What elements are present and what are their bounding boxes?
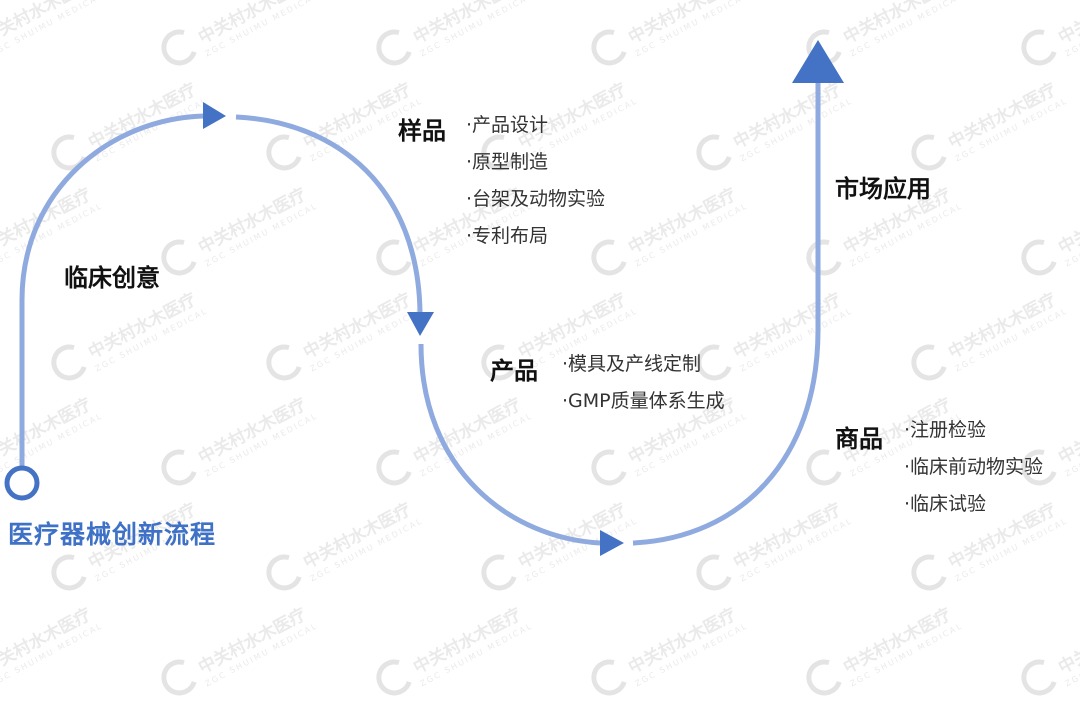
stage-product-items: ·模具及产线定制 ·GMP质量体系生成	[562, 346, 725, 420]
watermark-text: 中关村水木医疗	[1055, 604, 1080, 679]
flow-segment-4	[632, 82, 821, 546]
stage-clinical-idea-title: 临床创意	[64, 264, 160, 292]
list-item: ·专利布局	[466, 225, 549, 247]
watermark-subtext: ZGC SHUIMU MEDICAL	[1063, 621, 1080, 689]
stage-sample-title: 样品	[398, 117, 446, 145]
watermark-subtext: ZGC SHUIMU MEDICAL	[203, 621, 320, 689]
stage-commodity-title: 商品	[835, 425, 883, 453]
list-item: ·台架及动物实验	[466, 188, 606, 210]
stage-product-title: 产品	[490, 357, 538, 385]
watermark-text: 中关村水木医疗	[625, 604, 740, 679]
list-item: ·注册检验	[904, 419, 987, 441]
stage-sample-items: ·产品设计 ·原型制造 ·台架及动物实验 ·专利布局	[466, 107, 605, 255]
watermark-subtext: ZGC SHUIMU MEDICAL	[0, 621, 105, 689]
watermark-logo-icon	[370, 653, 419, 702]
list-item: ·临床试验	[904, 493, 987, 515]
watermark-subtext: ZGC SHUIMU MEDICAL	[633, 621, 750, 689]
stage-commodity-items: ·注册检验 ·临床前动物实验 ·临床试验	[904, 412, 1043, 523]
stage-market-title: 市场应用	[835, 175, 931, 203]
start-circle-icon	[4, 465, 40, 501]
watermark-text: 中关村水木医疗	[0, 604, 95, 679]
arrow-up-icon	[792, 40, 844, 83]
flow-segment-1	[19, 113, 206, 467]
list-item: ·GMP质量体系生成	[562, 390, 725, 412]
watermark-subtext: ZGC SHUIMU MEDICAL	[418, 621, 535, 689]
watermark-subtext: ZGC SHUIMU MEDICAL	[848, 621, 965, 689]
arrow-right-icon	[600, 530, 624, 556]
watermark-text: 中关村水木医疗	[195, 604, 310, 679]
watermark-text: 中关村水木医疗	[840, 604, 955, 679]
watermark-logo-icon	[155, 653, 204, 702]
list-item: ·临床前动物实验	[904, 456, 1044, 478]
watermark-logo-icon	[585, 653, 634, 702]
watermark-logo-icon	[800, 653, 849, 702]
arrow-right-icon	[203, 102, 226, 129]
watermark-text: 中关村水木医疗	[410, 604, 525, 679]
flow-segment-3	[418, 343, 601, 546]
watermark-logo-icon	[1015, 653, 1064, 702]
flow-path-diagram	[4, 40, 844, 556]
page-title: 医疗器械创新流程	[8, 520, 217, 549]
flow-segment-2	[235, 114, 423, 313]
list-item: ·模具及产线定制	[562, 353, 702, 375]
list-item: ·原型制造	[466, 151, 549, 173]
arrow-down-icon	[407, 312, 434, 336]
list-item: ·产品设计	[466, 114, 549, 136]
